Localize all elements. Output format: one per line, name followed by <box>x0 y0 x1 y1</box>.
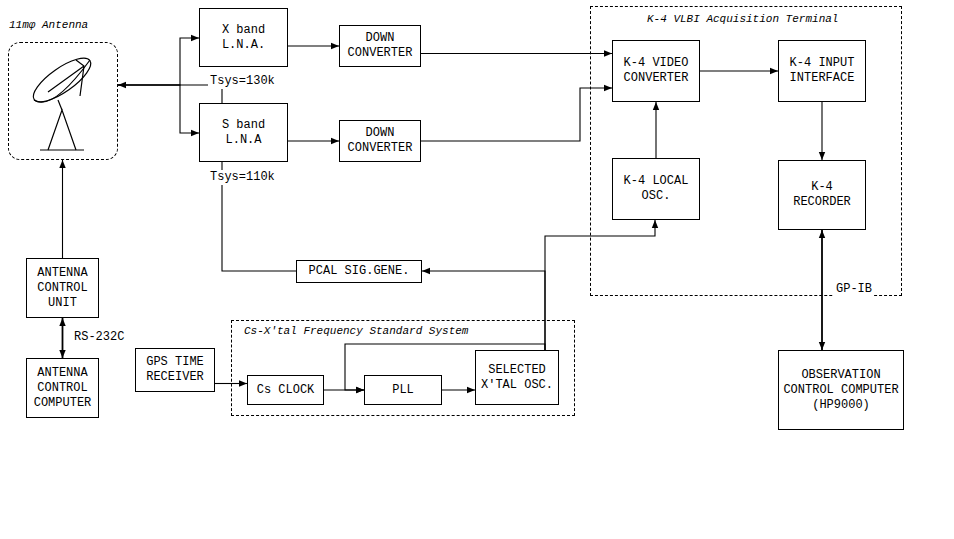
box-label: ANTENNA CONTROL UNIT <box>31 266 94 311</box>
signal-arrow <box>118 85 199 133</box>
box-label: K-4 INPUT INTERFACE <box>783 56 861 86</box>
generator-box: PCAL SIG.GENE. <box>296 260 422 283</box>
box-label: Cs CLOCK <box>257 383 315 398</box>
noise-temperature-label: Tsys=130k <box>208 74 277 89</box>
box-label: S band L.N.A <box>204 118 283 148</box>
converter-box: DOWN CONVERTER <box>339 25 421 67</box>
box-label: GPS TIME RECEIVER <box>140 355 210 385</box>
feed-support <box>48 60 84 96</box>
antenna-dish <box>27 51 96 150</box>
control-unit-box: ANTENNA CONTROL UNIT <box>26 258 99 318</box>
group-title: K-4 VLBI Acquisition Terminal <box>647 13 838 26</box>
box-label: PLL <box>392 383 414 398</box>
bus-connector <box>62 318 64 358</box>
pll-box: PLL <box>364 375 442 405</box>
signal-arrow <box>422 271 545 350</box>
terminal-group: K-4 VLBI Acquisition TerminalK-4 VIDEO C… <box>590 6 902 296</box>
clock-box: Cs CLOCK <box>247 375 324 405</box>
signal-arrow <box>118 85 296 271</box>
oscillator-box: SELECTED X'TAL OSC. <box>475 350 559 405</box>
process-box: K-4 INPUT INTERFACE <box>778 40 866 102</box>
box-label: SELECTED X'TAL OSC. <box>480 363 554 393</box>
signal-arrow <box>288 45 339 46</box>
noise-temperature-label: Tsys=110k <box>208 170 277 185</box>
group-title: 11mφ Antenna <box>9 19 88 32</box>
signal-arrow <box>545 220 655 350</box>
box-label: ANTENNA CONTROL COMPUTER <box>31 366 94 411</box>
box-label: DOWN CONVERTER <box>344 126 416 156</box>
antenna-mount <box>58 100 62 110</box>
box-label: PCAL SIG.GENE. <box>309 264 410 279</box>
interface-label: GP-IB <box>834 282 874 297</box>
amplifier-box: S band L.N.A <box>199 103 288 162</box>
antenna-base <box>40 149 84 150</box>
receiver-box: GPS TIME RECEIVER <box>135 348 215 392</box>
signal-arrow <box>655 102 656 158</box>
signal-arrow <box>700 70 778 71</box>
computer-box: ANTENNA CONTROL COMPUTER <box>26 358 99 418</box>
signal-arrow <box>821 102 822 160</box>
signal-arrow <box>421 53 612 54</box>
recorder-box: K-4 RECORDER <box>778 160 866 230</box>
frequency-standard-group: Cs-X'tal Frequency Standard System Cs CLO… <box>231 320 575 416</box>
oscillator-box: K-4 LOCAL OSC. <box>612 158 700 220</box>
box-label: OBSERVATION CONTROL COMPUTER (HP9000) <box>783 368 899 413</box>
box-label: K-4 RECORDER <box>783 180 861 210</box>
dish-back <box>34 60 90 102</box>
converter-box: DOWN CONVERTER <box>339 120 421 162</box>
signal-arrow <box>118 38 199 85</box>
antenna-pedestal <box>48 110 76 150</box>
signal-arrow <box>288 140 339 141</box>
box-label: X band L.N.A. <box>204 23 283 53</box>
amplifier-box: X band L.N.A. <box>199 8 288 67</box>
signal-arrow <box>421 88 612 141</box>
bus-connector <box>821 230 823 350</box>
signal-arrow <box>324 389 364 390</box>
signal-arrow <box>62 160 63 258</box>
computer-box: OBSERVATION CONTROL COMPUTER (HP9000) <box>778 350 904 430</box>
box-label: DOWN CONVERTER <box>344 31 416 61</box>
dish-rim <box>27 51 96 110</box>
process-box: K-4 VIDEO CONVERTER <box>612 40 700 102</box>
antenna-region: 11mφ Antenna <box>8 42 118 160</box>
interface-label: RS-232C <box>72 330 126 345</box>
signal-arrow <box>442 389 475 390</box>
group-title: Cs-X'tal Frequency Standard System <box>244 325 468 338</box>
box-label: K-4 VIDEO CONVERTER <box>617 56 695 86</box>
box-label: K-4 LOCAL OSC. <box>617 174 695 204</box>
